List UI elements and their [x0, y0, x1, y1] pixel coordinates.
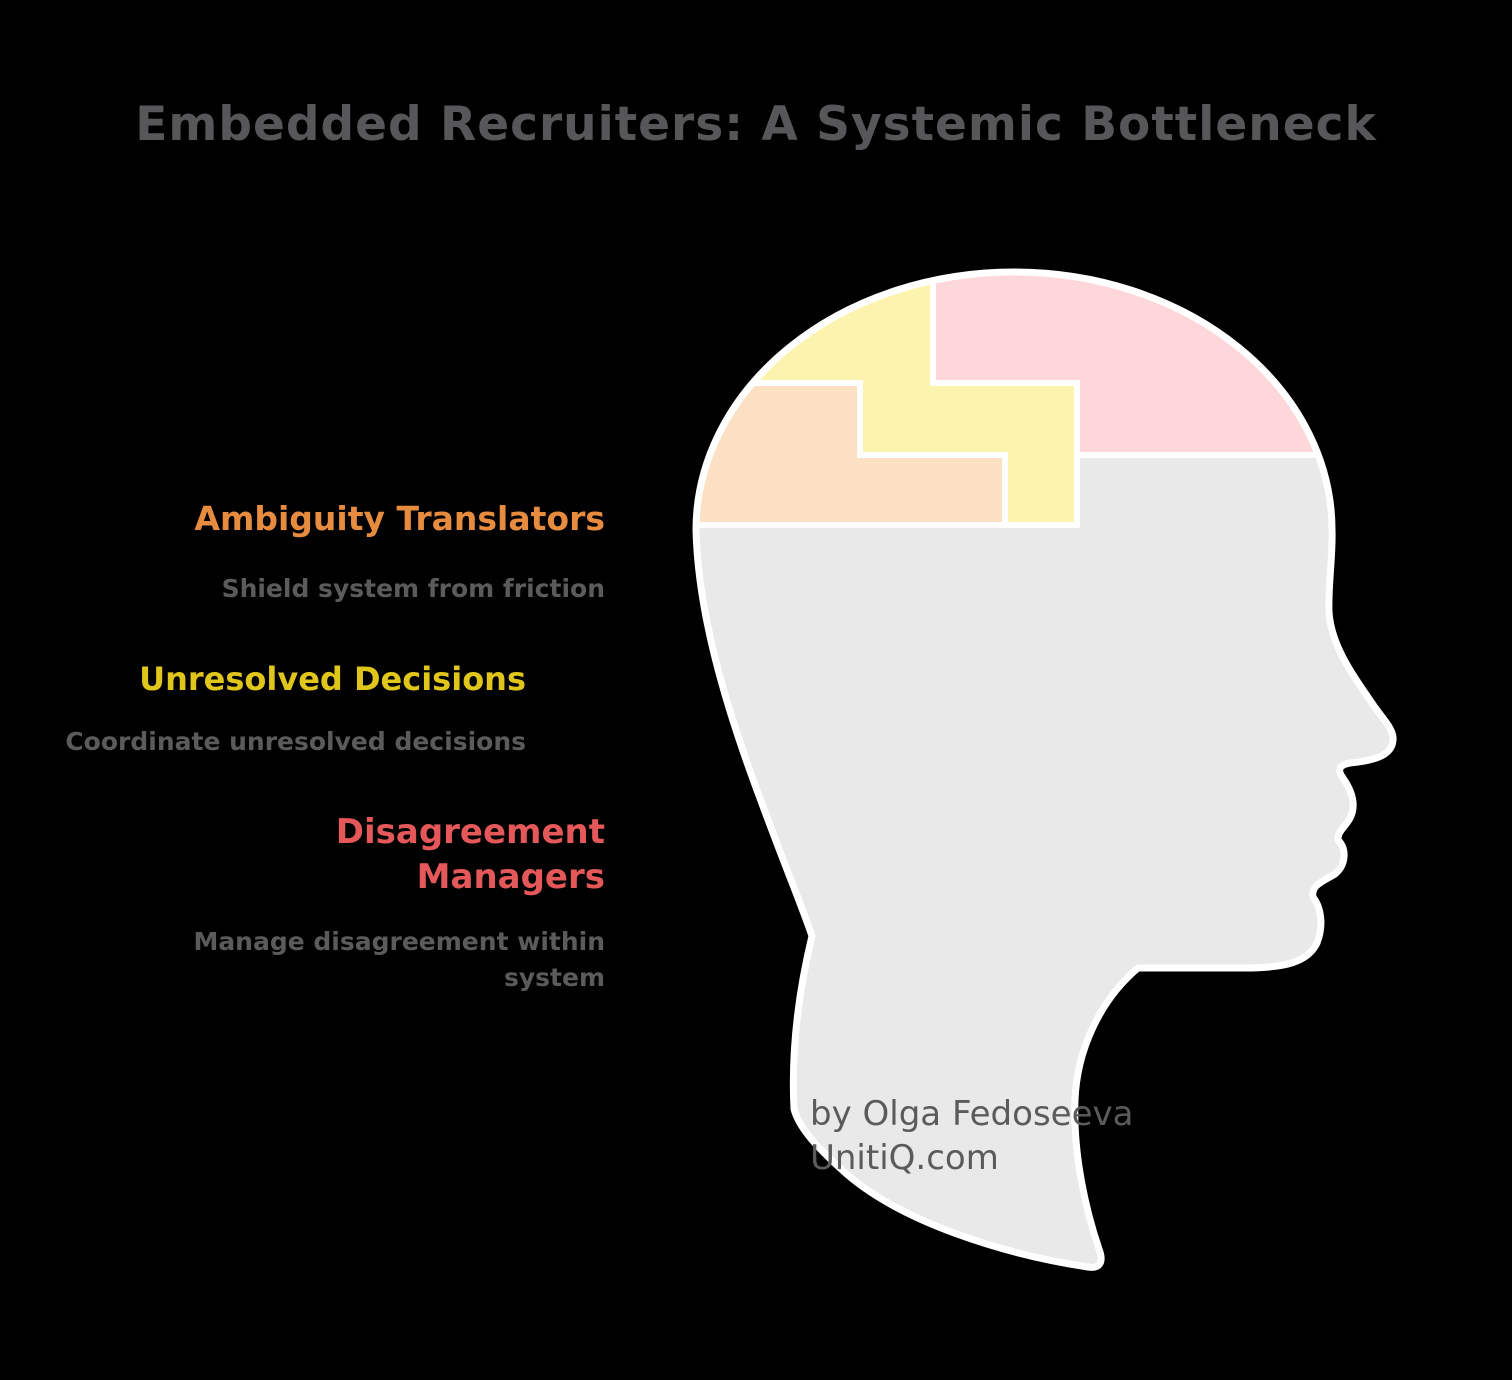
section-subtitle-unresolved: Coordinate unresolved decisions	[65, 727, 526, 757]
head-outline	[692, 268, 1397, 1271]
page-title: Embedded Recruiters: A Systemic Bottlene…	[135, 97, 1377, 152]
attribution-site: UnitiQ.com	[810, 1138, 999, 1179]
section-heading-ambiguity: Ambiguity Translators	[194, 499, 605, 538]
section-ambiguity-translators: Ambiguity Translators Shield system from…	[125, 497, 605, 607]
section-disagreement-managers: Disagreement Managers Manage disagreemen…	[165, 810, 605, 996]
attribution: by Olga Fedoseeva UnitiQ.com	[810, 1092, 1133, 1180]
attribution-author: by Olga Fedoseeva	[810, 1094, 1134, 1134]
section-heading-unresolved: Unresolved Decisions	[139, 660, 526, 698]
section-subtitle-ambiguity: Shield system from friction	[221, 573, 605, 603]
section-heading-disagreement: Disagreement Managers	[335, 812, 605, 897]
section-subtitle-disagreement: Manage disagreement within system	[193, 926, 605, 992]
section-unresolved-decisions: Unresolved Decisions Coordinate unresolv…	[26, 658, 526, 760]
